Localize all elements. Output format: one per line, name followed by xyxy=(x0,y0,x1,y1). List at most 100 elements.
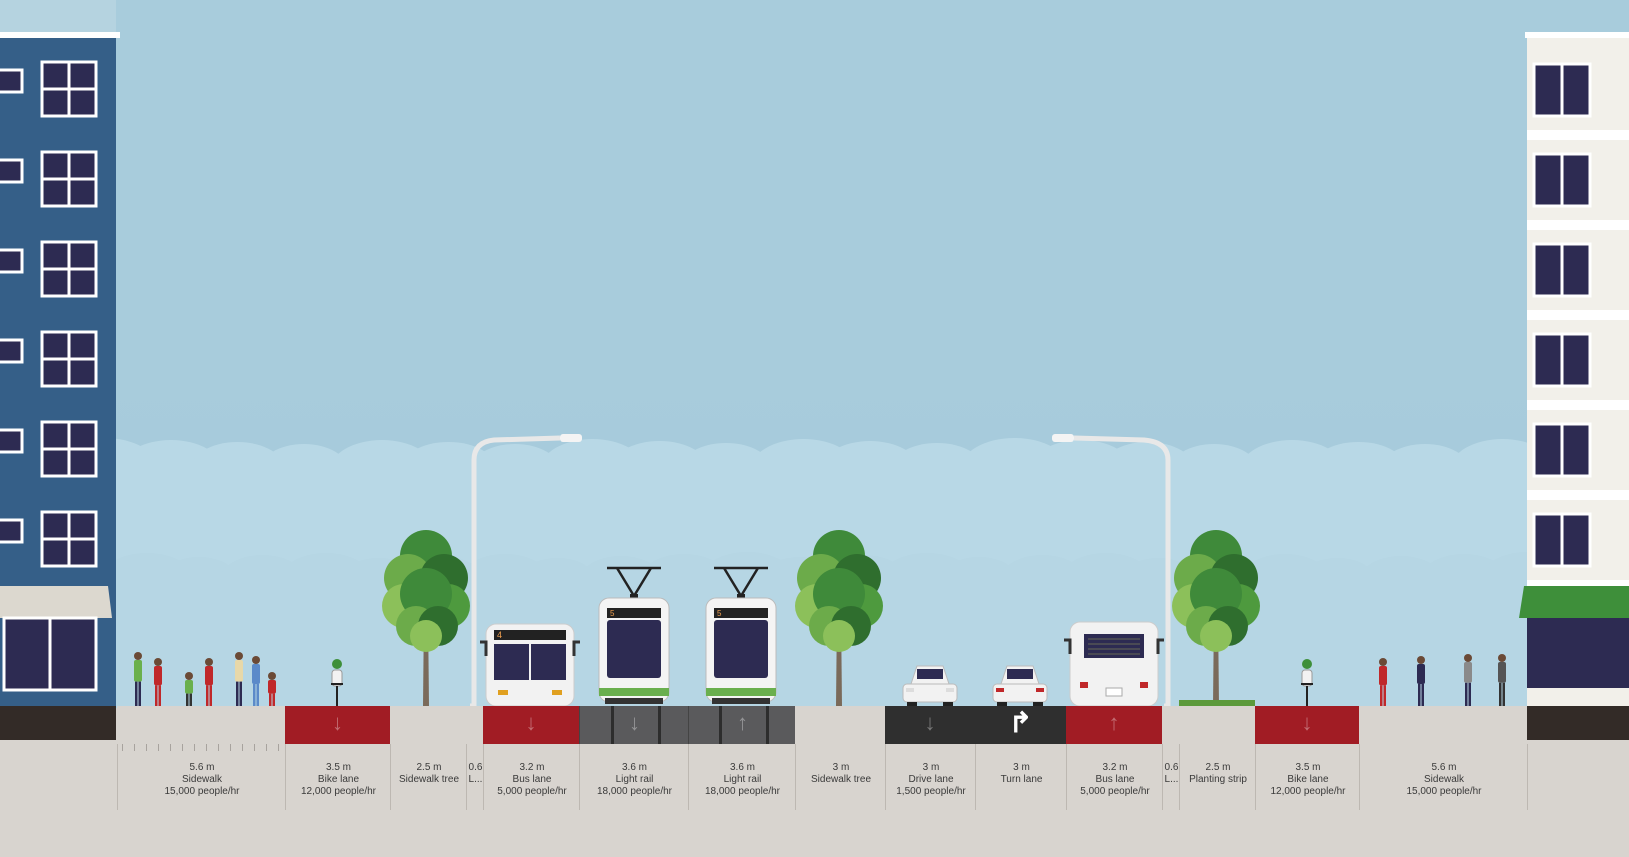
segment-name: Drive lane xyxy=(908,774,954,785)
window xyxy=(0,68,24,94)
segment-surface-lamp-left[interactable] xyxy=(466,706,483,744)
segment-name: Bike lane xyxy=(1287,774,1329,785)
segment-width: 3.6 m xyxy=(729,762,755,773)
window xyxy=(0,248,24,274)
tram-route-number: 5 xyxy=(610,609,615,618)
segment-name: Bus lane xyxy=(1095,774,1135,785)
ledge xyxy=(1527,220,1629,230)
segment-name: L... xyxy=(1164,774,1179,785)
planting-strip-grass xyxy=(1179,700,1255,706)
segment-capacity: 5,000 people/hr xyxy=(497,786,567,797)
segment-surface-drive-lane[interactable]: ↓ xyxy=(885,706,975,744)
pedestrian-icon xyxy=(205,658,213,710)
segment-name: L... xyxy=(468,774,483,785)
tree-icon xyxy=(382,530,470,706)
pedestrian-icon xyxy=(1498,654,1506,709)
pedestrian-icon xyxy=(134,652,142,709)
tree-icon xyxy=(795,530,883,706)
left-curb xyxy=(0,706,116,740)
scale-tick xyxy=(194,744,195,751)
scale-tick xyxy=(230,744,231,751)
scale-tick xyxy=(218,744,219,751)
pedestrian-icon xyxy=(185,672,193,711)
right-curb xyxy=(1527,706,1629,740)
segment-capacity: 18,000 people/hr xyxy=(704,786,781,797)
segment-name: Sidewalk xyxy=(181,774,223,785)
segment-surface-sidewalk-tree-mid[interactable] xyxy=(795,706,885,744)
segment-width: 0.6 xyxy=(468,762,483,773)
tree-icon xyxy=(1172,530,1260,706)
segment-capacity: 18,000 people/hr xyxy=(596,786,673,797)
light-rail-icon: 5 xyxy=(705,566,777,704)
segment-width: 3.5 m xyxy=(325,762,351,773)
arrow-up-icon: ↑ xyxy=(737,710,748,735)
segment-surface-bike-lane-right[interactable]: ↓ xyxy=(1255,706,1359,744)
pedestrian-icon xyxy=(1464,654,1472,709)
segment-name: Sidewalk tree xyxy=(810,774,872,785)
scale-tick xyxy=(206,744,207,751)
segment-width: 2.5 m xyxy=(416,762,442,773)
segment-capacity: 15,000 people/hr xyxy=(1406,786,1482,797)
segment-name: Planting strip xyxy=(1189,774,1247,785)
light-rail-icon: 5 xyxy=(598,566,670,704)
tram-route-number: 5 xyxy=(717,609,722,618)
arrow-down-icon: ↓ xyxy=(332,710,343,735)
segment-surface-planting-strip[interactable] xyxy=(1179,706,1255,744)
segment-surface-sidewalk-tree-left[interactable] xyxy=(390,706,466,744)
car-icon xyxy=(992,665,1048,706)
arrow-down-icon: ↓ xyxy=(629,710,640,735)
segment-width: 2.5 m xyxy=(1205,762,1231,773)
scale-tick xyxy=(146,744,147,751)
ledge xyxy=(1527,310,1629,320)
segment-name: Sidewalk xyxy=(1423,774,1465,785)
left-building-roof-sky xyxy=(0,0,116,36)
arrow-down-icon: ↓ xyxy=(1301,710,1313,735)
storefront-window xyxy=(1527,618,1629,688)
segment-capacity: 1,500 people/hr xyxy=(896,786,966,797)
pedestrian-icon xyxy=(268,672,276,711)
segment-capacity: 5,000 people/hr xyxy=(1080,786,1150,797)
segment-width: 3.2 m xyxy=(519,762,545,773)
car-icon xyxy=(902,665,958,706)
segment-width: 3.2 m xyxy=(1102,762,1128,773)
segment-name: Light rail xyxy=(723,774,762,785)
segment-width: 3.5 m xyxy=(1295,762,1321,773)
segment-surface-turn-lane[interactable]: ↱ xyxy=(975,706,1066,744)
segment-width: 3 m xyxy=(832,762,850,773)
left-awning xyxy=(0,586,112,618)
segment-surface-light-rail-right[interactable]: ↑ xyxy=(688,706,796,744)
window xyxy=(0,158,24,184)
segment-surface-bike-lane-left[interactable]: ↓ xyxy=(285,706,390,744)
segment-surface-sidewalk-left[interactable] xyxy=(117,706,285,744)
segment-surface-light-rail-left[interactable]: ↓ xyxy=(579,706,689,744)
segment-capacity: 12,000 people/hr xyxy=(300,786,377,797)
bus-icon xyxy=(1064,621,1164,707)
segment-surface-sidewalk-right[interactable] xyxy=(1359,706,1527,744)
segment-width: 5.6 m xyxy=(1431,762,1457,773)
segment-surface-bus-lane-left[interactable]: ↓ xyxy=(483,706,579,744)
segment-name: Bike lane xyxy=(317,774,360,785)
scale-tick xyxy=(266,744,267,751)
segment-label-end xyxy=(1527,744,1529,810)
segment-width: 0.6 xyxy=(1164,762,1179,773)
ledge xyxy=(1527,130,1629,140)
segment-surface-lamp-right[interactable] xyxy=(1162,706,1179,744)
scale-tick xyxy=(122,744,123,751)
cyclist-icon xyxy=(1301,659,1313,706)
segment-surface-bus-lane-right[interactable]: ↑ xyxy=(1066,706,1162,744)
